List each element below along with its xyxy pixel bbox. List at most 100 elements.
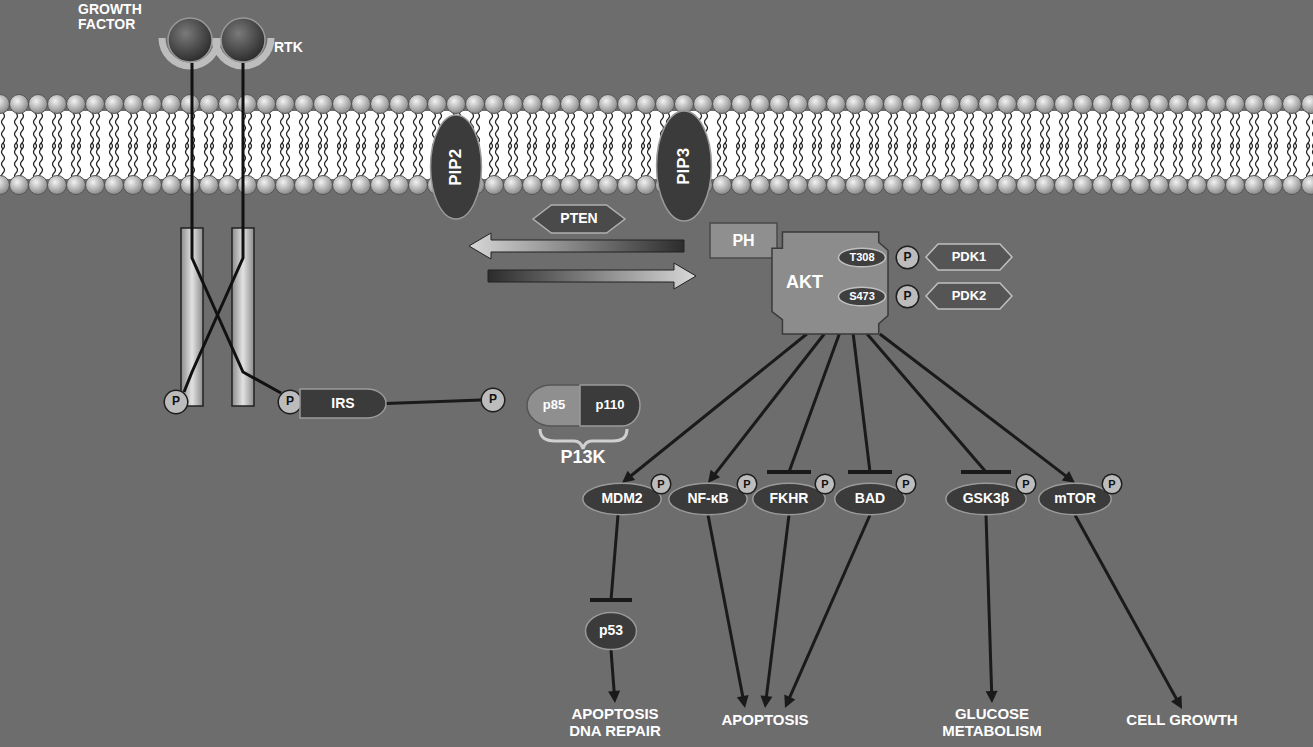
lipid-tail bbox=[642, 143, 645, 179]
lipid-ellipse-fill bbox=[431, 115, 482, 219]
lipid-head bbox=[124, 176, 143, 195]
lipid-head bbox=[941, 176, 960, 195]
lipid-tail bbox=[1193, 143, 1196, 179]
lipid-head bbox=[162, 95, 181, 114]
lipid-tail bbox=[249, 143, 252, 179]
kinase-diamond: PDK1 bbox=[926, 244, 1012, 270]
node-label: FKHR bbox=[770, 491, 809, 506]
phosphate-circle: P bbox=[481, 388, 505, 412]
protein-ellipse-fill bbox=[753, 483, 826, 514]
lipid-tail bbox=[230, 143, 233, 179]
lipid-head bbox=[751, 176, 770, 195]
lipid-tail bbox=[21, 143, 24, 179]
lipid-tail bbox=[585, 143, 588, 179]
node-label: PDK2 bbox=[952, 289, 987, 303]
protein-ellipse-fill bbox=[669, 483, 747, 514]
lipid-tail bbox=[338, 143, 341, 179]
lipid-head bbox=[466, 95, 485, 114]
lipid-head bbox=[67, 176, 86, 195]
connector bbox=[761, 515, 790, 708]
phosphate-circle: P bbox=[896, 474, 916, 494]
lipid-head bbox=[941, 95, 960, 114]
outcome-text: APOPTOSIS DNA REPAIR bbox=[555, 706, 675, 739]
subunit-shape-fill bbox=[580, 385, 640, 426]
node-label: AKT bbox=[786, 273, 823, 293]
lipid-head bbox=[1112, 176, 1131, 195]
kinase-diamond-fill bbox=[926, 244, 1012, 270]
arrowhead bbox=[1062, 471, 1075, 483]
connector bbox=[708, 515, 749, 708]
protein-ellipse-fill bbox=[835, 483, 906, 514]
lipid-head bbox=[333, 95, 352, 114]
lipid-head bbox=[1207, 95, 1226, 114]
node-label: p110 bbox=[596, 398, 625, 412]
lipid-tail bbox=[914, 143, 917, 179]
outcome-text: CELL GROWTH bbox=[1122, 712, 1242, 729]
node-label: P bbox=[1108, 478, 1115, 490]
lipid-tail bbox=[15, 143, 18, 179]
lipid-tail bbox=[1212, 143, 1215, 179]
lipid-tail bbox=[1269, 143, 1272, 179]
outcome-text: GLUCOSE METABOLISM bbox=[932, 706, 1052, 739]
lipid-head bbox=[1169, 95, 1188, 114]
lipid-tail bbox=[870, 143, 873, 179]
lipid-head bbox=[884, 95, 903, 114]
lipid-head bbox=[1150, 95, 1169, 114]
lipid-tail bbox=[946, 143, 949, 179]
phosphate-circle: P bbox=[815, 474, 835, 494]
lipid-head bbox=[903, 176, 922, 195]
lipid-tail bbox=[1060, 143, 1063, 179]
lipid-head bbox=[1093, 95, 1112, 114]
lipid-head bbox=[447, 95, 466, 114]
lipid-tail bbox=[1237, 143, 1240, 179]
lipid-tail bbox=[819, 143, 822, 179]
lipid-head bbox=[808, 95, 827, 114]
node-label: mTOR bbox=[1054, 491, 1096, 506]
lipid-head bbox=[333, 176, 352, 195]
node-label: IRS bbox=[331, 396, 354, 411]
protein-ellipse: GSK3β bbox=[945, 483, 1027, 515]
lipid-head bbox=[352, 95, 371, 114]
phosphate-circle-fill bbox=[651, 474, 671, 494]
lipid-tail bbox=[319, 143, 322, 179]
phosphate-circle-fill bbox=[896, 246, 919, 269]
lipid-head bbox=[789, 95, 808, 114]
lipid-tail bbox=[1066, 143, 1069, 179]
lipid-tail bbox=[604, 143, 607, 179]
connector bbox=[608, 650, 620, 703]
lipid-head bbox=[200, 176, 219, 195]
lipid-tail bbox=[1123, 143, 1126, 179]
lipid-head bbox=[1188, 95, 1207, 114]
connector bbox=[767, 334, 839, 472]
lipid-head bbox=[1283, 176, 1302, 195]
lipid-head bbox=[618, 176, 637, 195]
lipid-head bbox=[979, 95, 998, 114]
lipid-head bbox=[257, 95, 276, 114]
lipid-tail bbox=[1003, 143, 1006, 179]
phosphate-circle: P bbox=[1102, 474, 1122, 494]
enzyme-diamond-fill bbox=[533, 205, 625, 233]
lipid-tail bbox=[2, 143, 5, 179]
lipid-tail bbox=[794, 143, 797, 179]
kinase-shape: AKTT308S473 bbox=[772, 232, 888, 334]
phosphate-circle-fill bbox=[1016, 474, 1036, 494]
complex-label: P13K bbox=[543, 448, 623, 468]
lipid-tail bbox=[743, 143, 746, 179]
protein-ellipse: NF-κB bbox=[668, 483, 748, 515]
connector-line bbox=[880, 334, 1067, 477]
lipid-tail bbox=[173, 143, 176, 179]
lipid-tail bbox=[781, 143, 784, 179]
lipid-head bbox=[276, 176, 295, 195]
domain-box: PH bbox=[710, 223, 777, 258]
lipid-head bbox=[846, 95, 865, 114]
connector bbox=[986, 515, 998, 703]
phosphate-circle-fill bbox=[481, 388, 505, 412]
lipid-tail bbox=[262, 143, 265, 179]
lipid-head bbox=[903, 95, 922, 114]
lipid-head bbox=[827, 176, 846, 195]
lipid-tail bbox=[135, 143, 138, 179]
lipid-tail bbox=[800, 143, 803, 179]
lipid-tail bbox=[965, 143, 968, 179]
subunit-shape: p110 bbox=[580, 385, 640, 426]
